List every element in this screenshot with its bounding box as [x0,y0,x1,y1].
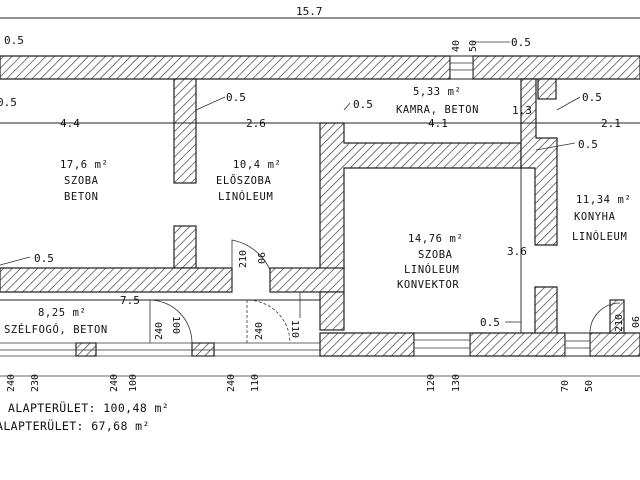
room-area: 5,33 m² [413,86,461,98]
room-floor: LINÓLEUM [572,230,627,243]
room-name: SZÉLFOGÓ, BETON [4,323,108,336]
opening-labels: 40 50 210 90 240 100 240 110 210 90 [154,40,640,340]
dim-kamra-depth: 1.3 [512,104,532,117]
room-name: KAMRA, BETON [396,104,479,116]
bottom-wall-b [469,332,566,357]
bottom-230: 230 [30,374,41,392]
bottom-240-1: 240 [6,374,17,392]
dim-col-44: 4.4 [60,117,80,130]
door-210: 210 [238,250,249,268]
door-240-b: 240 [254,322,265,340]
dim-wall-bottom: 0.5 [480,316,500,329]
room-extra: KONVEKTOR [397,279,459,291]
dim-wall-left: 0.5 [0,96,17,109]
dimension-labels: 0.5 0.5 4.4 0.5 2.6 0.5 4.1 1.3 0.5 2.1 … [0,34,621,329]
bottom-120: 120 [426,374,437,392]
partition-kamra-konyha [520,78,558,246]
room-kamra: 5,33 m² KAMRA, BETON [396,86,479,116]
room-area: 10,4 m² [233,159,281,171]
szelfogo-pier-1 [75,342,97,357]
room-floor: BETON [64,191,99,203]
door-240-a: 240 [154,322,165,340]
opening-top-50: 50 [468,40,479,52]
bottom-opening-labels: 240 230 240 100 240 110 120 130 70 50 [0,374,640,392]
door-90-right: 90 [629,316,640,328]
dim-col-21: 2.1 [601,117,621,130]
summary-line-1: ALAPTERÜLET: 100,48 m² [8,399,169,415]
room-name: KONYHA [574,211,616,223]
szoba2-left-stub [319,291,345,331]
bottom-wall-c [589,332,640,357]
dim-wall-konyha: 0.5 [578,138,598,151]
bottom-50: 50 [584,380,595,392]
windows [0,332,591,357]
dimension-lines [0,41,640,333]
middle-wall [0,267,233,293]
room-szoba-1: 17,6 m² SZOBA BETON [60,159,108,203]
dim-wall-eloszoba: 0.5 [353,98,373,111]
opening-top-40: 40 [451,40,462,52]
bottom-100: 100 [128,374,139,392]
dim-wall-middle: 0.5 [34,252,54,265]
room-eloszoba: 10,4 m² ELŐSZOBA LINÓLEUM [216,159,281,203]
kamra-stub [537,78,557,100]
total-width-label: 15.7 [296,5,323,18]
top-wall-right [472,55,640,80]
bottom-240-2: 240 [109,374,120,392]
dim-wall-kamra: 0.5 [582,91,602,104]
total-width-dimension: 15.7 [0,5,640,19]
room-szoba-2: 14,76 m² SZOBA LINÓLEUM KONVEKTOR [397,233,463,291]
dim-hall-75: 7.5 [120,294,140,307]
door-100: 100 [170,316,181,334]
room-name: SZOBA [64,175,99,187]
szelfogo-pier-2 [191,342,215,357]
room-konyha: 11,34 m² KONYHA LINÓLEUM [572,194,631,243]
room-szelfogo: 8,25 m² SZÉLFOGÓ, BETON [4,307,108,336]
area-summary: ALAPTERÜLET: 100,48 m² ALAPTERÜLET: 67,6… [0,399,169,433]
room-floor: LINÓLEUM [218,190,273,203]
top-wall-left [0,55,451,80]
door-110: 110 [289,320,300,338]
room-area: 17,6 m² [60,159,108,171]
middle-wall-segment [269,267,345,293]
bottom-130: 130 [451,374,462,392]
dim-wall-partition: 0.5 [226,91,246,104]
partition-lower-stub [173,225,197,269]
dim-height-36: 3.6 [507,245,527,258]
summary-line-2: ALAPTERÜLET: 67,68 m² [0,417,150,433]
bottom-110: 110 [250,374,261,392]
walls [0,55,640,357]
dim-col-26: 2.6 [246,117,266,130]
room-area: 11,34 m² [576,194,631,206]
bottom-70: 70 [560,380,571,392]
partition-szoba-eloszoba [173,78,197,184]
door-90: 90 [255,252,266,264]
room-area: 8,25 m² [38,307,86,319]
right-partition [609,299,625,334]
partition-eloszoba-szoba2 [319,122,522,271]
room-name: SZOBA [418,249,453,261]
room-floor: LINÓLEUM [404,263,459,276]
door-210-right: 210 [614,314,625,332]
room-name: ELŐSZOBA [216,173,271,187]
bottom-wall-a [319,332,415,357]
room-area: 14,76 m² [408,233,463,245]
bottom-240-3: 240 [226,374,237,392]
dim-wall-top-left: 0.5 [4,34,24,47]
dim-col-41: 4.1 [428,117,448,130]
dim-wall-window: 0.5 [511,36,531,49]
